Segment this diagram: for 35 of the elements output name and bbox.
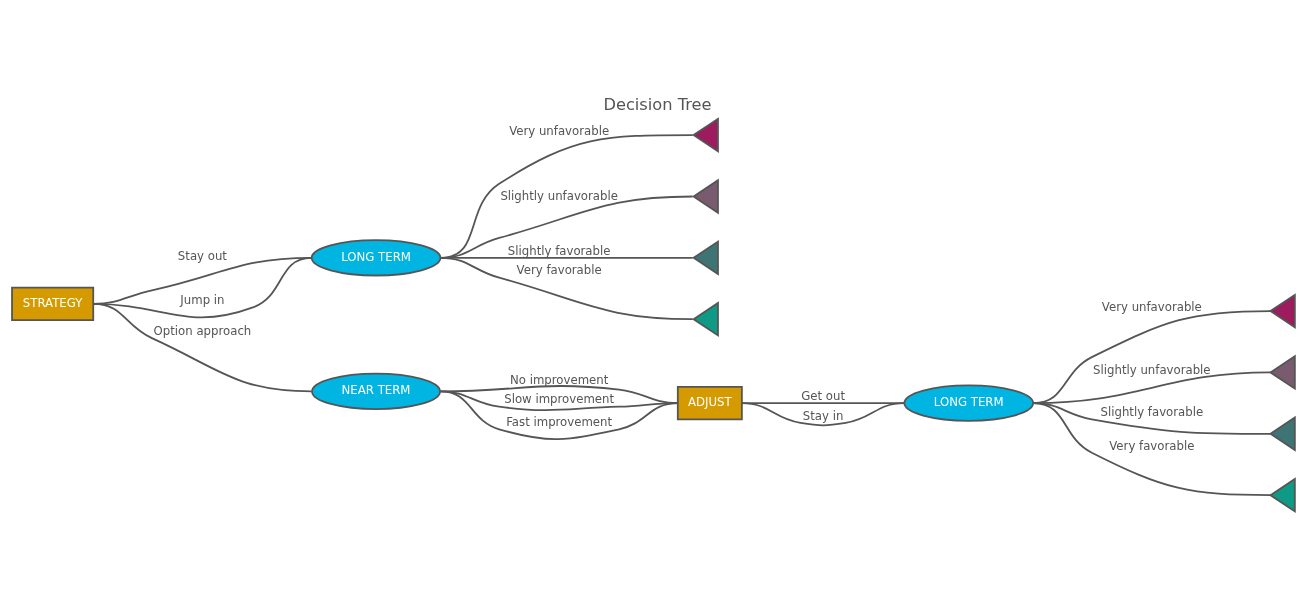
node-box: STRATEGY: [11, 286, 95, 321]
node-triangle: [691, 239, 719, 276]
edge-label: Slightly unfavorable: [500, 189, 618, 204]
node-triangle: [1268, 293, 1296, 329]
edge-label: Slightly favorable: [1100, 405, 1204, 420]
node-ellipse: LONG TERM: [903, 384, 1034, 422]
edge-label: Slightly favorable: [507, 243, 611, 258]
node-triangle: [691, 117, 719, 154]
connector: [92, 302, 313, 393]
edge-label: Option approach: [153, 323, 252, 338]
edge-label: No improvement: [510, 372, 609, 387]
edge-label: Fast improvement: [506, 415, 613, 430]
edge-label: Very favorable: [1109, 438, 1195, 453]
edge-label: Get out: [801, 388, 845, 403]
edge-label: Stay in: [802, 408, 844, 423]
node-ellipse: LONG TERM: [310, 239, 442, 277]
connector: [439, 256, 694, 321]
node-ellipse: NEAR TERM: [311, 372, 441, 410]
node-triangle: [691, 178, 719, 215]
connector: [439, 390, 679, 440]
edge-label: Slow improvement: [504, 392, 615, 407]
node-triangle: [1268, 477, 1296, 514]
diagram-title: Decision Tree: [603, 95, 712, 115]
node-triangle: [1268, 354, 1296, 391]
edge-label: Slightly unfavorable: [1093, 362, 1211, 377]
node-triangle: [691, 301, 719, 338]
edge-label: Very favorable: [516, 263, 602, 278]
edge-label: Very unfavorable: [509, 123, 610, 138]
connector: [1032, 402, 1272, 497]
node-triangle: [1268, 415, 1296, 452]
connector: [740, 402, 906, 427]
edge-label: Very unfavorable: [1101, 300, 1202, 315]
edge-label: Jump in: [180, 293, 225, 308]
node-box: ADJUST: [676, 385, 743, 421]
edge-label: Stay out: [177, 249, 227, 263]
